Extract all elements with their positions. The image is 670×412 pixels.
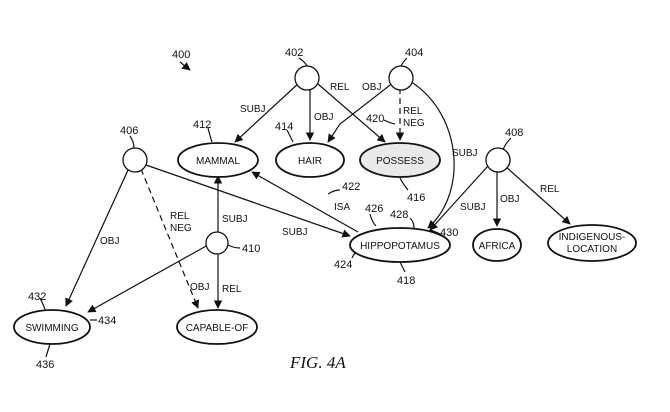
ref-406: 406 <box>120 125 138 137</box>
edge-isa <box>251 171 359 233</box>
ref-422: 422 <box>342 181 360 193</box>
ref-422-leader <box>327 189 341 195</box>
node-capable-of-label: CAPABLE-OF <box>186 323 249 334</box>
ref-402-leader <box>298 57 308 67</box>
edge-label-406-obj: OBJ <box>100 236 119 247</box>
node-capable-of <box>176 309 258 345</box>
ref-410: 410 <box>242 243 260 255</box>
edge-label-402-rel: REL <box>330 82 350 93</box>
ref-426-leader <box>369 213 377 227</box>
ref-414: 414 <box>275 121 293 133</box>
ref-416: 416 <box>407 192 425 204</box>
node-swimming <box>13 309 91 345</box>
ref-426: 426 <box>365 203 383 215</box>
edge-408-subj <box>429 165 489 231</box>
edge-label-402-obj: OBJ <box>314 112 333 123</box>
edge-408-rel <box>504 165 571 225</box>
ref-418: 418 <box>397 275 415 287</box>
ref-420: 420 <box>366 113 384 125</box>
relation-node-410 <box>205 231 229 255</box>
ref-418-leader <box>399 261 406 273</box>
ref-406-leader <box>129 135 135 149</box>
node-hair <box>275 142 345 178</box>
edge-label-408-obj: OBJ <box>500 194 519 205</box>
edge-label-406-rel: REL <box>170 211 190 222</box>
edge-label-410-rel: REL <box>222 284 242 295</box>
edge-label-406-subj: SUBJ <box>282 227 308 238</box>
edge-label-404-neg: NEG <box>403 118 425 129</box>
ref-412: 412 <box>193 119 211 131</box>
ref-416-leader <box>399 177 409 191</box>
node-africa-label: AFRICA <box>479 241 516 252</box>
edge-label-402-subj: SUBJ <box>240 104 266 115</box>
node-africa <box>472 228 522 262</box>
node-hippopotamus <box>349 227 451 263</box>
edge-404-subj <box>407 79 455 229</box>
relation-node-408 <box>485 147 511 173</box>
relation-node-406 <box>122 147 148 173</box>
node-swimming-label: SWIMMING <box>25 323 79 334</box>
ref-430: 430 <box>440 227 458 239</box>
edge-410-obj <box>87 244 209 313</box>
ref-432: 432 <box>28 291 46 303</box>
node-mammal-label: MAMMAL <box>196 156 240 167</box>
ref-400: 400 <box>172 49 190 61</box>
edge-406-rel-neg <box>140 168 200 309</box>
node-indigenous-location <box>547 224 637 262</box>
ref-436-leader <box>45 343 51 358</box>
ref-404-leader <box>400 57 408 67</box>
edge-406-obj <box>65 169 129 307</box>
ref-410-leader <box>227 244 241 249</box>
edge-label-410-subj: SUBJ <box>222 214 248 225</box>
edge-406-subj <box>145 164 351 238</box>
ref-414-leader <box>286 129 294 143</box>
node-possess <box>359 142 441 178</box>
relation-node-404 <box>388 65 414 91</box>
node-mammal <box>177 142 259 178</box>
node-hippopotamus-label: HIPPOPOTAMUS <box>360 241 440 252</box>
ref-400-arrow <box>179 61 191 71</box>
edge-label-406-neg: NEG <box>170 223 192 234</box>
edge-label-isa: ISA <box>334 202 350 213</box>
edge-404-obj <box>327 81 395 143</box>
ref-404: 404 <box>405 47 423 59</box>
ref-424: 424 <box>334 259 352 271</box>
edge-402-subj <box>234 81 301 143</box>
relation-node-402 <box>294 65 320 91</box>
edge-label-404-obj: OBJ <box>362 82 381 93</box>
ref-402: 402 <box>285 47 303 59</box>
edge-label-404-subj: SUBJ <box>452 148 478 159</box>
edge-label-404-rel: REL <box>403 106 423 117</box>
edge-label-408-rel: REL <box>540 184 560 195</box>
edge-402-rel <box>317 83 386 143</box>
ref-420-leader <box>383 119 396 125</box>
ref-436: 436 <box>36 359 54 371</box>
ref-408: 408 <box>505 127 523 139</box>
ref-434: 434 <box>98 315 116 327</box>
node-indigenous-label-2: LOCATION <box>567 244 617 255</box>
node-possess-label: POSSESS <box>376 156 424 167</box>
ref-428-leader <box>409 217 415 229</box>
figure-caption: FIG. 4A <box>289 353 346 372</box>
node-indigenous-label-1: INDIGENOUS- <box>559 232 626 243</box>
edge-label-410-obj: OBJ <box>190 282 209 293</box>
ref-428: 428 <box>390 209 408 221</box>
ref-412-leader <box>207 127 213 143</box>
node-hair-label: HAIR <box>298 156 322 167</box>
edge-label-408-subj: SUBJ <box>460 202 486 213</box>
ref-408-leader <box>502 137 512 151</box>
